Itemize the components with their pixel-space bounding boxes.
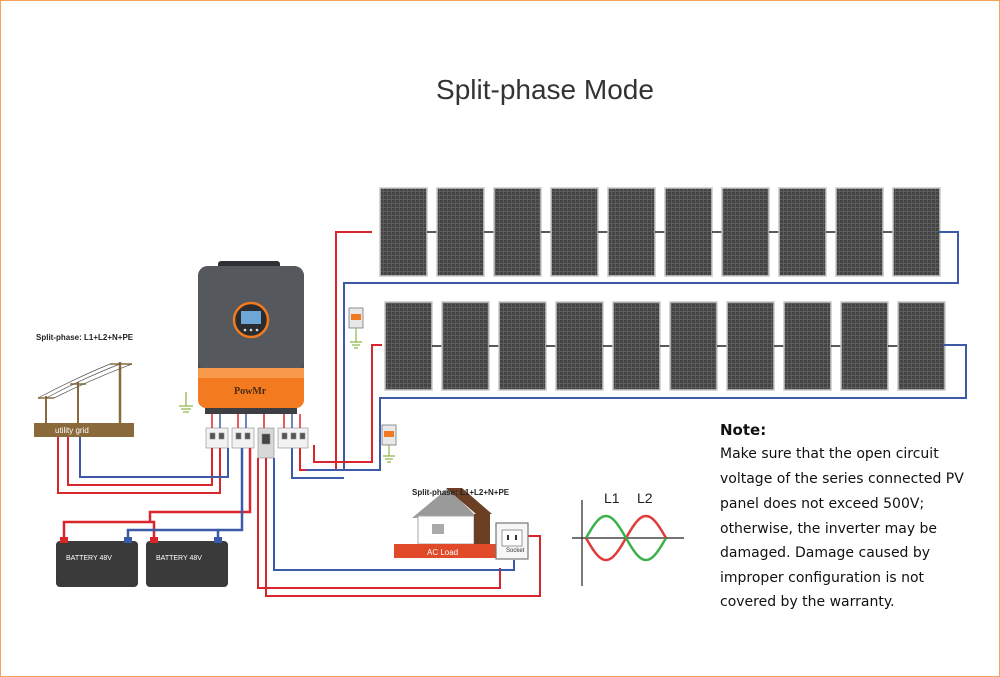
note-title: Note: (720, 421, 767, 439)
solar-panel (379, 187, 428, 277)
ground-icon (179, 392, 193, 413)
solar-panel (550, 187, 599, 277)
note-line: damaged. Damage caused by (720, 545, 931, 561)
l2-wave (584, 514, 668, 562)
note-line: covered by the warranty. (720, 594, 895, 610)
battery-2 (146, 537, 228, 587)
solar-panel (384, 301, 433, 391)
pv-array-row-1 (379, 187, 941, 277)
solar-panel (555, 301, 604, 391)
wave-l1-label: L1 (604, 490, 620, 506)
grid-phase-label: Split-phase: L1+L2+N+PE (36, 333, 134, 342)
house (412, 488, 492, 545)
socket (495, 522, 529, 560)
inverter-brand-logo: PowMr (234, 386, 267, 397)
solar-panel (498, 301, 547, 391)
socket-label: Socket (506, 548, 525, 554)
utility-grid (37, 362, 133, 424)
utility-grid-base (34, 423, 134, 437)
solar-panel (436, 187, 485, 277)
solar-panel (441, 301, 490, 391)
note-line: Make sure that the open circuit (720, 446, 939, 462)
split-phase-waveform (572, 500, 684, 586)
solar-panel (783, 301, 832, 391)
note-line: otherwise, the inverter may be (720, 521, 938, 537)
solar-panel (612, 301, 661, 391)
solar-panel (721, 187, 770, 277)
pv-surge-protector-2 (381, 424, 397, 463)
inverter (198, 261, 304, 414)
battery-2-label: BATTERY 48V (156, 555, 202, 562)
solar-panel (664, 187, 713, 277)
solar-panel (607, 187, 656, 277)
diagram-title: Split-phase Mode (436, 74, 654, 105)
solar-panel (835, 187, 884, 277)
pv-array-row-2 (384, 301, 946, 391)
solar-panel (669, 301, 718, 391)
solar-panel (892, 187, 941, 277)
note-line: improper configuration is not (720, 570, 925, 586)
load-phase-label: Split-phase: L1+L2+N+PE (412, 488, 510, 497)
ac-load-label: AC Load (427, 548, 459, 557)
pv-surge-protector-1 (348, 307, 364, 349)
solar-panel (493, 187, 542, 277)
breaker-group (205, 427, 309, 459)
solar-panel (840, 301, 889, 391)
ac-load-bar (394, 544, 498, 558)
wave-l2-label: L2 (637, 490, 653, 506)
battery-1-label: BATTERY 48V (66, 555, 112, 562)
battery-1 (56, 537, 138, 587)
solar-panel (726, 301, 775, 391)
solar-panel (897, 301, 946, 391)
note-line: panel does not exceed 500V; (720, 496, 925, 512)
solar-panel (778, 187, 827, 277)
note-line: voltage of the series connected PV (720, 471, 964, 487)
utility-grid-label: utility grid (55, 426, 89, 435)
